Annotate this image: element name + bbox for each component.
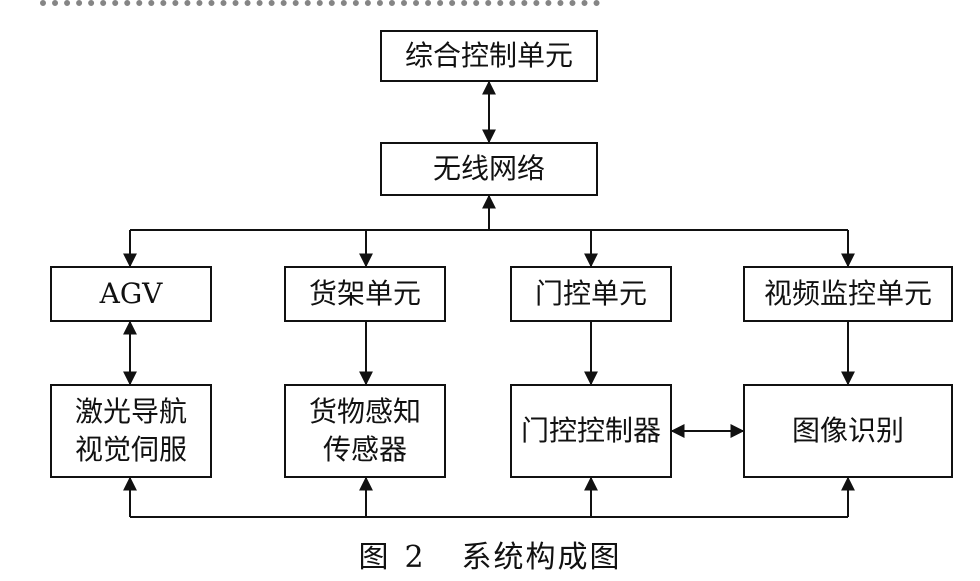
node-label: 门控单元 — [534, 277, 647, 311]
caption-prefix: 图 — [358, 540, 391, 575]
node-video-unit: 视频监控单元 — [743, 266, 953, 322]
cropped-text-remnant — [40, 0, 600, 6]
node-label: 图像识别 — [791, 414, 904, 448]
caption-title: 系统构成图 — [461, 540, 622, 575]
node-label: 货架单元 — [308, 277, 421, 311]
node-label: 视频监控单元 — [763, 277, 932, 311]
node-image-recognition: 图像识别 — [743, 384, 953, 478]
node-label: AGV — [99, 277, 163, 311]
node-label: 综合控制单元 — [404, 39, 573, 73]
node-label: 激光导航 视觉伺服 — [74, 395, 187, 466]
node-shelf-unit: 货架单元 — [284, 266, 446, 322]
node-control-unit: 综合控制单元 — [380, 30, 598, 82]
node-label: 门控控制器 — [520, 414, 661, 448]
node-label: 货物感知 传感器 — [308, 395, 421, 466]
node-laser-navigation: 激光导航 视觉伺服 — [50, 384, 212, 478]
node-wireless-network: 无线网络 — [380, 142, 598, 196]
node-agv: AGV — [50, 266, 212, 322]
caption-number: 2 — [404, 540, 426, 575]
node-door-controller: 门控控制器 — [510, 384, 672, 478]
node-cargo-sensor: 货物感知 传感器 — [284, 384, 446, 478]
node-door-unit: 门控单元 — [510, 266, 672, 322]
node-label: 无线网络 — [432, 152, 545, 186]
